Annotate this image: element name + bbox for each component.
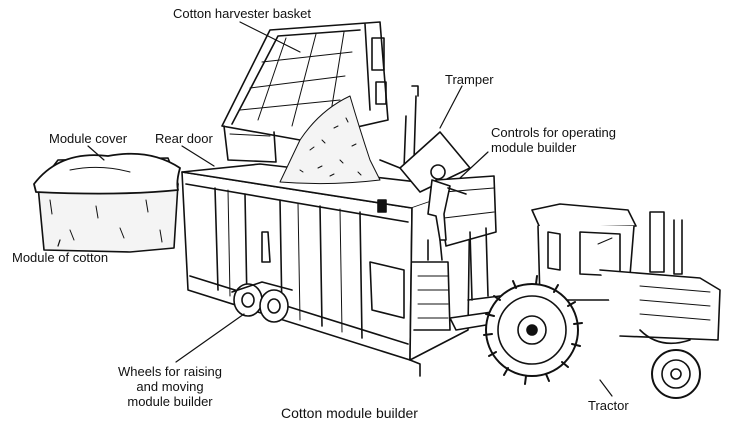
module-cover [33,152,181,195]
label-module-of-cotton: Module of cotton [12,250,109,265]
label-rear-door: Rear door [155,131,213,146]
label-tractor: Tractor [588,398,629,413]
builder-wheels [231,281,293,323]
label-module-cover: Module cover [49,131,128,146]
tractor [483,203,721,399]
label-cotton-harvester-basket: Cotton harvester basket [173,6,312,21]
cotton-module [33,152,181,253]
falling-cotton [279,95,381,185]
tramper [379,85,471,193]
label-controls-line-1: Controls for operating [491,125,617,140]
basket-leader [239,21,301,53]
label-wheels-line-2: and moving [136,379,204,394]
operator-platform [411,164,497,331]
label-wheels-line-1: Wheels for raising [117,364,223,379]
module-builder-body [181,163,471,377]
label-controls-line-2: module builder [491,140,577,155]
diagram-title: Cotton module builder [281,405,418,421]
leader-lines [57,21,613,397]
rear-door-leader [181,145,215,167]
wheels-leader [175,313,245,363]
tramper-leader [439,85,463,129]
label-wheels-line-3: module builder [127,394,213,409]
controls-leader [459,151,489,179]
module-cover-leader [87,145,105,161]
label-tramper: Tramper [445,72,494,87]
tractor-leader [599,379,613,397]
module-of-cotton-leader [57,239,61,247]
